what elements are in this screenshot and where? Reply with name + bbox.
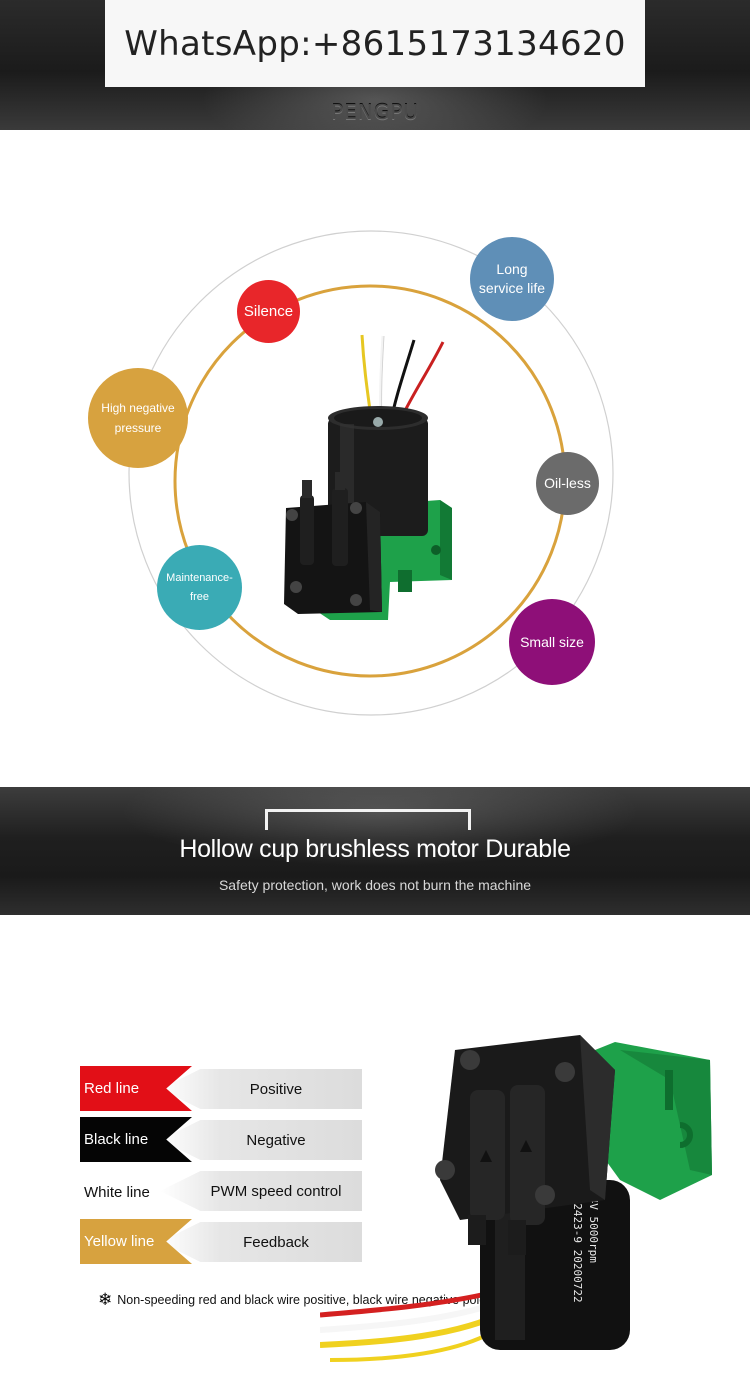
features-section: Silence Long service life High negative … (0, 130, 750, 785)
wire-meaning-feedback: Feedback (160, 1222, 362, 1262)
feature-high-negative-pressure: High negative pressure (88, 368, 188, 468)
contact-box: WhatsApp:+8615173134620 (105, 0, 645, 87)
feature-small-size: Small size (509, 599, 595, 685)
brand-name: PENGPU (331, 100, 419, 124)
banner-subtitle: Safety protection, work does not burn th… (218, 877, 532, 893)
header-band: WhatsApp:+8615173134620 PENGPU (0, 0, 750, 130)
wire-meaning-pwm: PWM speed control (160, 1171, 362, 1211)
title-bracket-decoration (265, 809, 471, 830)
feature-long-service-life: Long service life (470, 237, 554, 321)
banner-title: Hollow cup brushless motor Durable (179, 835, 571, 863)
motor-label-line1: 24V 5000rpm (587, 1190, 600, 1263)
feature-oil-less: Oil-less (536, 452, 599, 515)
wire-white-label: White line (84, 1184, 150, 1201)
wire-meaning-positive: Positive (160, 1069, 362, 1109)
wiring-note: ❄ Non-speeding red and black wire positi… (98, 1290, 486, 1310)
feature-maintenance-free: Maintenance-free (157, 545, 242, 630)
wire-meaning-negative: Negative (160, 1120, 362, 1160)
motor-banner: Hollow cup brushless motor Durable Safet… (0, 787, 750, 915)
whatsapp-contact[interactable]: WhatsApp:+8615173134620 (124, 23, 626, 64)
feature-silence: Silence (237, 280, 300, 343)
motor-product-illustration: 24V 5000rpm BL2423-9 20200722 (320, 1035, 712, 1362)
pump-illustration (128, 230, 614, 716)
pump-head (284, 472, 382, 614)
wiring-note-text: Non-speeding red and black wire positive… (117, 1293, 487, 1307)
snowflake-icon: ❄ (98, 1290, 113, 1309)
motor-label-line2: BL2423-9 20200722 (571, 1190, 584, 1303)
